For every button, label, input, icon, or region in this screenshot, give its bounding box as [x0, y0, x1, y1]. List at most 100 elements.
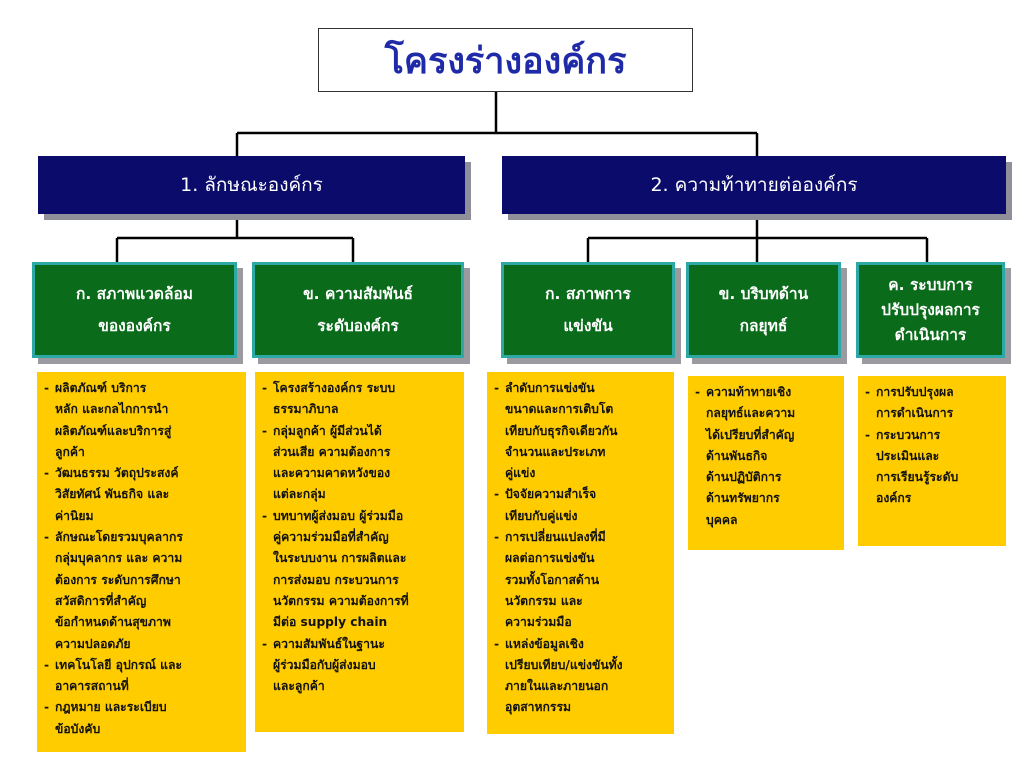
text-line: กลุ่มลูกค้า ผู้มีส่วนได้	[273, 423, 382, 438]
text-line: กระบวนการ	[876, 427, 941, 442]
list-item-text: กระบวนการประเมินและการเรียนรู้ระดับองค์ก…	[876, 425, 1002, 510]
list-item-text: การเปลี่ยนแปลงที่มีผลต่อการแข่งขันรวมทั้…	[505, 527, 670, 633]
list-item-text: ความท้าทายเชิงกลยุทธ์และความได้เปรียบที่…	[706, 382, 840, 531]
text-line: วัฒนธรรม วัตถุประสงค์	[55, 466, 179, 481]
text-line: ส่วนเสีย ความต้องการ	[273, 444, 391, 459]
text-line: องค์กร	[876, 491, 912, 506]
text-line: สวัสดิการที่สำคัญ	[55, 593, 147, 608]
text-line: กลุ่มบุคลากร และ ความ	[55, 551, 183, 566]
bullet-dash: -	[865, 385, 871, 399]
bullet-dash: -	[695, 385, 701, 399]
list-item-text: เทคโนโลยี อุปกรณ์ และอาคารสถานที่	[55, 655, 242, 698]
text-line: ในระบบงาน การผลิตและ	[273, 551, 407, 566]
bullet-dash: -	[494, 381, 500, 395]
text-line: เทียบกับคู่แข่ง	[505, 508, 578, 523]
column-header-environment: ก. สภาพแวดล้อม ขององค์กร	[32, 262, 237, 358]
section-heading-challenges: 2. ความท้าทายต่อองค์กร	[502, 156, 1006, 214]
text-line: บุคคล	[706, 512, 738, 527]
text-line: นวัตกรรม และ	[505, 593, 583, 608]
text-line: การเปลี่ยนแปลงที่มี	[505, 530, 606, 545]
text-line: เปรียบเทียบ/แข่งขันทั้ง	[505, 657, 623, 672]
content-box-environment: -ผลิตภัณฑ์ บริการหลัก และกลไกการนำผลิตภั…	[37, 372, 246, 752]
bullet-dash: -	[44, 381, 50, 395]
bullet-dash: -	[865, 427, 871, 442]
text-line: การเรียนรู้ระดับ	[876, 470, 959, 485]
list-item-text: แหล่งข้อมูลเชิงเปรียบเทียบ/แข่งขันทั้งภา…	[505, 634, 670, 719]
text-line: กลยุทธ์และความ	[706, 406, 796, 421]
list-item: -กลุ่มลูกค้า ผู้มีส่วนได้ส่วนเสีย ความต้…	[262, 421, 460, 506]
list-item: -ความท้าทายเชิงกลยุทธ์และความได้เปรียบที…	[695, 382, 840, 531]
text-line: ข้อกำหนดด้านสุขภาพ	[55, 615, 171, 630]
list-item-text: ปัจจัยความสำเร็จเทียบกับคู่แข่ง	[505, 484, 670, 527]
text-line: ผลิตภัณฑ์ บริการ	[55, 381, 147, 395]
bullet-dash: -	[44, 700, 50, 715]
text-line: ธรรมาภิบาล	[273, 402, 339, 417]
bullet-dash: -	[494, 487, 500, 502]
text-line: ลูกค้า	[55, 444, 85, 459]
list-item-text: บทบาทผู้ส่งมอบ ผู้ร่วมมือคู่ความร่วมมือท…	[273, 506, 460, 634]
bullet-dash: -	[494, 530, 500, 545]
list-item: -แหล่งข้อมูลเชิงเปรียบเทียบ/แข่งขันทั้งภ…	[494, 634, 670, 719]
content-box-improvement: -การปรับปรุงผลการดำเนินการ-กระบวนการประเ…	[858, 376, 1006, 546]
text-line: นวัตกรรม ความต้องการที่	[273, 593, 409, 608]
list-item-text: ความสัมพันธ์ในฐานะผู้ร่วมมือกับผู้ส่งมอบ…	[273, 634, 460, 698]
text-line: ผลิตภัณฑ์และบริการสู่	[55, 423, 172, 438]
list-item: -ลักษณะโดยรวมบุคลากรกลุ่มบุคลากร และ ควา…	[44, 527, 242, 655]
text-line: ปัจจัยความสำเร็จ	[505, 487, 597, 502]
text-line: คู่ความร่วมมือที่สำคัญ	[273, 530, 389, 545]
list-item: -กระบวนการประเมินและการเรียนรู้ระดับองค์…	[865, 425, 1002, 510]
text-line: ข้อบังคับ	[55, 721, 101, 736]
text-line: ได้เปรียบที่สำคัญ	[706, 427, 795, 442]
bullet-dash: -	[262, 636, 268, 651]
list-item: -เทคโนโลยี อุปกรณ์ และอาคารสถานที่	[44, 655, 242, 698]
list-item: -ความสัมพันธ์ในฐานะผู้ร่วมมือกับผู้ส่งมอ…	[262, 634, 460, 698]
list-item-text: วัฒนธรรม วัตถุประสงค์วิสัยทัศน์ พันธกิจ …	[55, 463, 242, 527]
content-box-strategic: -ความท้าทายเชิงกลยุทธ์และความได้เปรียบที…	[688, 376, 844, 550]
text-line: การส่งมอบ กระบวนการ	[273, 572, 399, 587]
text-line: ด้านปฏิบัติการ	[706, 470, 782, 485]
header-line: ระดับองค์กร	[317, 317, 399, 335]
bullet-dash: -	[44, 466, 50, 481]
bullet-dash: -	[262, 381, 268, 395]
column-header-competitive: ก. สภาพการ แข่งขัน	[501, 262, 675, 358]
header-line: ปรับปรุงผลการ	[881, 300, 980, 319]
text-line: โครงสร้างองค์กร ระบบ	[273, 381, 396, 395]
text-line: ผู้ร่วมมือกับผู้ส่งมอบ	[273, 657, 376, 672]
text-line: ประเมินและ	[876, 448, 940, 463]
header-line: ดำเนินการ	[894, 325, 967, 344]
header-line: ข. ความสัมพันธ์	[303, 285, 413, 303]
section-heading-characteristics: 1. ลักษณะองค์กร	[38, 156, 465, 214]
list-item: -กฎหมาย และระเบียบข้อบังคับ	[44, 697, 242, 740]
header-line: แข่งขัน	[563, 317, 613, 335]
text-line: อาคารสถานที่	[55, 679, 129, 694]
text-line: หลัก และกลไกการนำ	[55, 402, 169, 417]
text-line: ความท้าทายเชิง	[706, 385, 792, 399]
page-title: โครงร่างองค์กร	[318, 28, 693, 92]
column-header-strategic: ข. บริบทด้าน กลยุทธ์	[686, 262, 841, 358]
header-line: ก. สภาพแวดล้อม	[75, 285, 194, 303]
text-line: ค่านิยม	[55, 508, 94, 523]
text-line: ด้านทรัพยากร	[706, 491, 780, 506]
text-line: ต้องการ ระดับการศึกษา	[55, 572, 181, 587]
bullet-dash: -	[494, 636, 500, 651]
list-item: -บทบาทผู้ส่งมอบ ผู้ร่วมมือคู่ความร่วมมือ…	[262, 506, 460, 634]
list-item-text: ลำดับการแข่งขันขนาดและการเติบโตเทียบกับธ…	[505, 378, 670, 484]
list-item: -การเปลี่ยนแปลงที่มีผลต่อการแข่งขันรวมทั…	[494, 527, 670, 633]
list-item: -วัฒนธรรม วัตถุประสงค์วิสัยทัศน์ พันธกิจ…	[44, 463, 242, 527]
list-item-text: กฎหมาย และระเบียบข้อบังคับ	[55, 697, 242, 740]
header-line: ก. สภาพการ	[545, 285, 631, 303]
text-line: เทียบกับธุรกิจเดียวกัน	[505, 423, 618, 438]
text-line: ลำดับการแข่งขัน	[505, 381, 595, 395]
header-line: ค. ระบบการ	[888, 275, 973, 294]
list-item: -ผลิตภัณฑ์ บริการหลัก และกลไกการนำผลิตภั…	[44, 378, 242, 463]
text-line: จำนวนและประเภท	[505, 444, 606, 459]
list-item-text: การปรับปรุงผลการดำเนินการ	[876, 382, 1002, 425]
content-box-relationships: -โครงสร้างองค์กร ระบบธรรมาภิบาล-กลุ่มลูก…	[255, 372, 464, 732]
list-item-text: กลุ่มลูกค้า ผู้มีส่วนได้ส่วนเสีย ความต้อ…	[273, 421, 460, 506]
text-line: ความปลอดภัย	[55, 636, 131, 651]
list-item: -ปัจจัยความสำเร็จเทียบกับคู่แข่ง	[494, 484, 670, 527]
header-line: กลยุทธ์	[739, 317, 788, 335]
text-line: แต่ละกลุ่ม	[273, 487, 326, 502]
text-line: ผลต่อการแข่งขัน	[505, 551, 595, 566]
